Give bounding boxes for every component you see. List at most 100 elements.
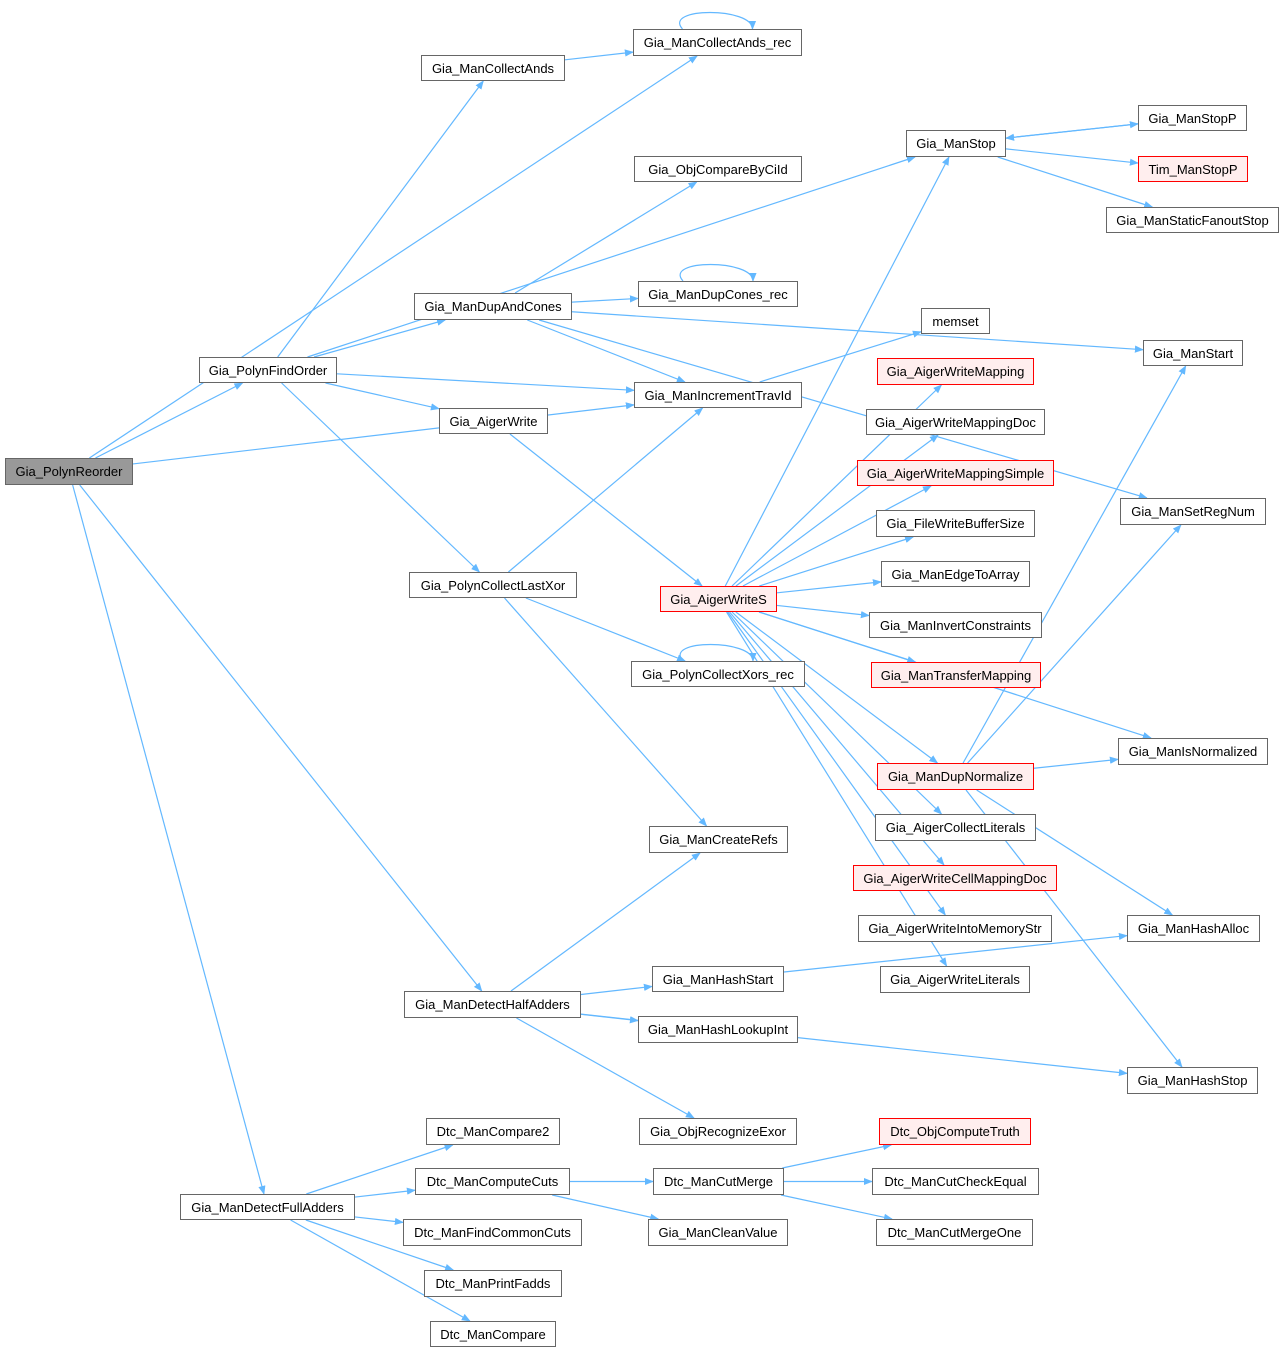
node-detect-full-adders[interactable]: Gia_ManDetectFullAdders — [180, 1194, 355, 1220]
node-cell-mapping-doc[interactable]: Gia_AigerWriteCellMappingDoc — [853, 865, 1057, 891]
node-increment-trav-id[interactable]: Gia_ManIncrementTravId — [634, 382, 802, 408]
edge-detect-full-adders-to-find-common-cuts — [354, 1216, 404, 1226]
node-label: Gia_ManHashStop — [1137, 1073, 1248, 1088]
node-polyn-reorder[interactable]: Gia_PolynReorder — [5, 458, 133, 485]
node-collect-ands-rec[interactable]: Gia_ManCollectAnds_rec — [633, 29, 802, 56]
node-dup-and-cones[interactable]: Gia_ManDupAndCones — [414, 293, 572, 320]
node-is-normalized[interactable]: Gia_ManIsNormalized — [1118, 738, 1268, 765]
node-label: Gia_AigerWriteMappingDoc — [875, 414, 1036, 430]
node-clean-value[interactable]: Gia_ManCleanValue — [648, 1219, 788, 1246]
edge-collect-ands-to-collect-ands-rec — [564, 49, 634, 61]
node-polyn-collect-last-xor[interactable]: Gia_PolynCollectLastXor — [409, 572, 577, 598]
edge-polyn-find-order-to-man-stop — [307, 156, 916, 358]
node-static-fanout-stop[interactable]: Gia_ManStaticFanoutStop — [1106, 207, 1279, 233]
node-print-fadds[interactable]: Dtc_ManPrintFadds — [424, 1270, 562, 1297]
edge-man-stop-p-to-man-stop — [1005, 123, 1139, 141]
node-aiger-write-mapping[interactable]: Gia_AigerWriteMapping — [877, 358, 1034, 385]
node-hash-start[interactable]: Gia_ManHashStart — [652, 966, 784, 992]
node-detect-half-adders[interactable]: Gia_ManDetectHalfAdders — [404, 991, 581, 1018]
node-memset[interactable]: memset — [921, 308, 990, 334]
node-aiger-write-mapping-doc[interactable]: Gia_AigerWriteMappingDoc — [866, 409, 1045, 435]
node-man-start[interactable]: Gia_ManStart — [1143, 340, 1243, 366]
node-label: Gia_ManDetectFullAdders — [191, 1199, 344, 1215]
edge-polyn-find-order-to-collect-ands — [277, 80, 484, 358]
edge-detect-half-adders-to-obj-recognize-exor — [516, 1017, 695, 1119]
edge-dup-and-cones-to-increment-trav-id — [527, 319, 686, 383]
node-label: Dtc_ManCompare — [440, 1326, 546, 1342]
node-collect-xors-rec[interactable]: Gia_PolynCollectXors_rec — [631, 661, 805, 687]
node-collect-ands[interactable]: Gia_ManCollectAnds — [421, 55, 565, 81]
node-file-write-buffer-size[interactable]: Gia_FileWriteBufferSize — [876, 510, 1035, 537]
node-collect-literals[interactable]: Gia_AigerCollectLiterals — [875, 814, 1036, 841]
node-obj-compute-truth[interactable]: Dtc_ObjComputeTruth — [879, 1118, 1031, 1145]
node-aiger-write[interactable]: Gia_AigerWrite — [439, 408, 548, 434]
node-edge-to-array[interactable]: Gia_ManEdgeToArray — [881, 561, 1030, 587]
edge-detect-half-adders-to-hash-start — [580, 983, 653, 996]
node-cut-check-equal[interactable]: Dtc_ManCutCheckEqual — [872, 1168, 1039, 1195]
edge-collect-ands-rec-to-collect-ands-rec — [679, 11, 757, 30]
node-label: Gia_AigerWriteMappingSimple — [866, 465, 1045, 481]
node-label: Gia_ManTransferMapping — [880, 667, 1032, 683]
node-compare[interactable]: Dtc_ManCompare — [430, 1321, 556, 1347]
node-cut-merge-one[interactable]: Dtc_ManCutMergeOne — [876, 1219, 1033, 1246]
node-transfer-mapping[interactable]: Gia_ManTransferMapping — [871, 662, 1041, 688]
node-label: Gia_ManDupAndCones — [424, 299, 562, 314]
node-label: Gia_ManIncrementTravId — [644, 387, 792, 403]
edge-dup-normalize-to-set-reg-num — [967, 524, 1182, 764]
node-label: Gia_AigerWriteLiterals — [890, 972, 1020, 987]
edge-compute-cuts-to-clean-value — [552, 1194, 660, 1221]
node-dup-normalize[interactable]: Gia_ManDupNormalize — [877, 763, 1034, 790]
node-aiger-write-s[interactable]: Gia_AigerWriteS — [660, 586, 777, 612]
node-label: Gia_ManStaticFanoutStop — [1116, 212, 1269, 228]
node-cut-merge[interactable]: Dtc_ManCutMerge — [653, 1168, 784, 1195]
edge-polyn-reorder-to-detect-full-adders — [72, 484, 266, 1195]
node-obj-recognize-exor[interactable]: Gia_ObjRecognizeExor — [639, 1118, 797, 1145]
edge-man-stop-to-static-fanout-stop — [997, 156, 1154, 208]
edge-hash-start-to-hash-alloc — [783, 932, 1128, 973]
node-invert-constraints[interactable]: Gia_ManInvertConstraints — [869, 612, 1042, 638]
node-polyn-find-order[interactable]: Gia_PolynFindOrder — [199, 357, 337, 383]
node-man-stop-p[interactable]: Gia_ManStopP — [1138, 105, 1247, 131]
node-label: Gia_ManHashAlloc — [1137, 921, 1250, 936]
node-label: Dtc_ManPrintFadds — [435, 1276, 551, 1291]
node-hash-stop[interactable]: Gia_ManHashStop — [1127, 1067, 1258, 1094]
edge-aiger-write-s-to-aiger-write-mapping-simple — [742, 485, 932, 587]
node-write-literals[interactable]: Gia_AigerWriteLiterals — [880, 966, 1030, 993]
edge-cut-merge-to-obj-compute-truth — [782, 1143, 893, 1169]
node-label: Gia_ManStopP — [1148, 110, 1237, 126]
node-compare2[interactable]: Dtc_ManCompare2 — [426, 1118, 560, 1145]
node-aiger-write-mapping-simple[interactable]: Gia_AigerWriteMappingSimple — [857, 460, 1054, 486]
node-label: Gia_PolynCollectXors_rec — [642, 666, 794, 682]
node-label: Gia_ManEdgeToArray — [891, 566, 1020, 582]
node-label: Gia_ManCreateRefs — [659, 832, 778, 847]
node-into-memory-str[interactable]: Gia_AigerWriteIntoMemoryStr — [858, 915, 1052, 942]
node-label: Gia_AigerWriteCellMappingDoc — [863, 870, 1047, 886]
edge-aiger-write-s-to-dup-normalize — [735, 611, 939, 764]
node-label: Gia_ManHashLookupInt — [647, 1022, 789, 1037]
node-create-refs[interactable]: Gia_ManCreateRefs — [649, 826, 788, 853]
edge-polyn-collect-last-xor-to-create-refs — [504, 597, 708, 827]
node-compute-cuts[interactable]: Dtc_ManComputeCuts — [415, 1168, 570, 1195]
node-man-stop[interactable]: Gia_ManStop — [906, 130, 1006, 157]
node-obj-compare-by-ci-id[interactable]: Gia_ObjCompareByCiId — [634, 156, 802, 182]
node-label: Gia_ManDetectHalfAdders — [415, 997, 570, 1012]
node-label: Gia_ManInvertConstraints — [879, 617, 1031, 633]
node-label: Gia_ManIsNormalized — [1128, 744, 1258, 759]
edge-polyn-reorder-to-detect-half-adders — [79, 484, 483, 992]
edge-increment-trav-id-to-memset — [759, 330, 922, 383]
node-label: Dtc_ObjComputeTruth — [890, 1124, 1020, 1139]
node-dup-cones-rec[interactable]: Gia_ManDupCones_rec — [638, 281, 798, 307]
node-hash-lookup-int[interactable]: Gia_ManHashLookupInt — [638, 1016, 798, 1043]
node-tim-stop-p[interactable]: Tim_ManStopP — [1138, 156, 1248, 182]
node-label: Gia_PolynCollectLastXor — [420, 577, 566, 593]
node-label: Gia_FileWriteBufferSize — [886, 516, 1025, 531]
node-label: Dtc_ManComputeCuts — [426, 1174, 559, 1189]
node-label: Gia_ObjCompareByCiId — [648, 161, 788, 177]
node-hash-alloc[interactable]: Gia_ManHashAlloc — [1127, 915, 1260, 942]
node-label: Gia_AigerWriteMapping — [886, 364, 1025, 379]
node-find-common-cuts[interactable]: Dtc_ManFindCommonCuts — [403, 1219, 582, 1246]
node-set-reg-num[interactable]: Gia_ManSetRegNum — [1120, 498, 1266, 525]
edge-man-stop-to-tim-stop-p — [1005, 148, 1139, 166]
node-label: Gia_ManStart — [1152, 345, 1234, 361]
node-label: Gia_ManCollectAnds — [431, 60, 555, 76]
